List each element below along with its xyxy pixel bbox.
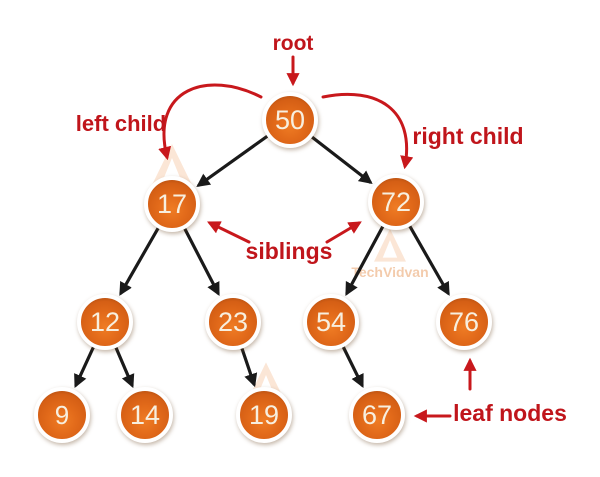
siblings-right-arrow-icon	[325, 221, 362, 244]
annotation-labels: root left child right child siblings lea…	[76, 32, 567, 426]
tree-node-12: 12	[77, 294, 133, 350]
node-circle	[262, 92, 318, 148]
tree-node-9: 9	[34, 387, 90, 443]
node-value: 9	[55, 400, 69, 430]
siblings-left-arrow-icon	[207, 221, 251, 244]
tree-node-76: 76	[436, 294, 492, 350]
right-child-label: right child	[412, 123, 523, 149]
root-label: root	[273, 32, 314, 55]
node-value: 76	[449, 307, 479, 337]
node-circle	[205, 294, 261, 350]
node-value: 14	[130, 400, 160, 430]
node-value: 67	[362, 400, 392, 430]
left-child-label: left child	[76, 111, 166, 136]
node-circle	[349, 387, 405, 443]
tree-nodes: 50 17 72 12 23 54	[34, 92, 492, 443]
node-circle	[144, 176, 200, 232]
tree-node-23: 23	[205, 294, 261, 350]
node-value: 17	[157, 189, 187, 219]
tree-node-72: 72	[368, 174, 424, 230]
tree-node-67: 67	[349, 387, 405, 443]
node-circle	[34, 387, 90, 443]
leaf-nodes-label: leaf nodes	[453, 400, 567, 426]
tree-node-14: 14	[117, 387, 173, 443]
node-value: 54	[316, 307, 346, 337]
node-value: 72	[381, 187, 411, 217]
tree-node-19: 19	[236, 387, 292, 443]
left-child-arrow-icon	[158, 83, 263, 161]
node-circle	[77, 294, 133, 350]
watermark-text: TechVidvan	[351, 264, 428, 280]
siblings-label: siblings	[246, 238, 333, 264]
node-value: 19	[249, 400, 279, 430]
node-value: 12	[90, 307, 120, 337]
tree-node-54: 54	[303, 294, 359, 350]
node-value: 23	[218, 307, 248, 337]
annotation-arrows	[158, 55, 477, 423]
right-child-arrow-icon	[321, 92, 414, 170]
node-circle	[436, 294, 492, 350]
tree-node-17: 17	[144, 176, 200, 232]
node-circle	[236, 387, 292, 443]
node-circle	[117, 387, 173, 443]
watermark-logo-icon	[152, 144, 192, 185]
node-circle	[368, 174, 424, 230]
tree-node-50: 50	[262, 92, 318, 148]
node-value: 50	[275, 105, 305, 135]
node-circle	[303, 294, 359, 350]
watermark-logo-icon	[374, 228, 406, 262]
